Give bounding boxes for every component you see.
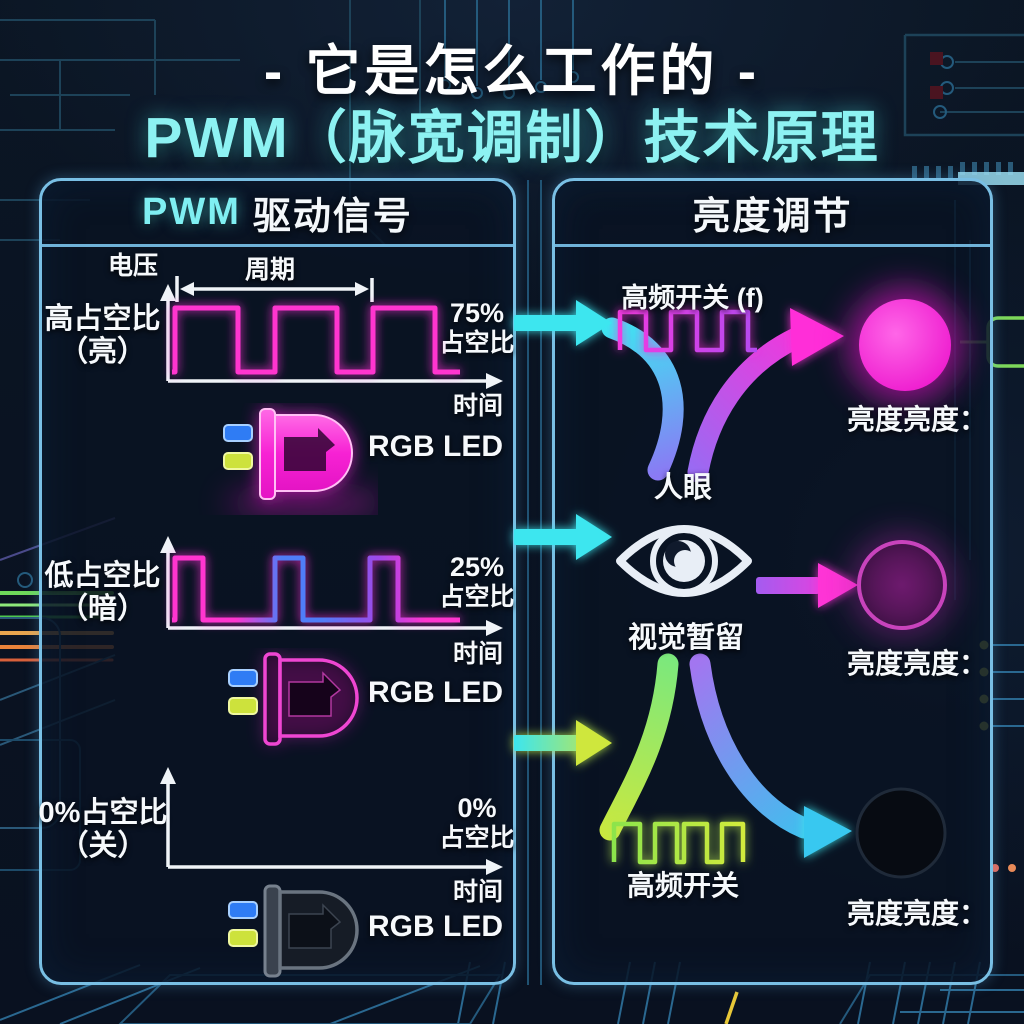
switch-label-top: 高频开关 (f) [621, 283, 764, 313]
led-bead-yellow [223, 452, 253, 470]
waveform-25-duty [160, 536, 503, 636]
switch-wave-bottom [611, 821, 746, 865]
axes-75 [166, 276, 488, 383]
led-glow-floor [226, 491, 378, 515]
connector-arrow-1 [514, 300, 612, 346]
time-axis-label-1: 时间 [452, 392, 503, 420]
ic-pins [912, 162, 1013, 179]
page-subtitle: PWM（脉宽调制）技术原理 [144, 106, 880, 170]
led-flange [259, 408, 276, 500]
duty-25-label: 25% 占空比 [437, 552, 517, 612]
band-green-from-eye [599, 653, 679, 841]
dim-circle [857, 540, 947, 630]
connector-arrow-2 [514, 514, 612, 560]
left-panel-title: PWM 驱动信号 [42, 181, 513, 247]
eye-label: 人眼 [653, 472, 712, 504]
left-panel-title-pwm: PWM [142, 191, 241, 233]
led-bead-yellow [228, 697, 258, 715]
pwm-wave-25 [172, 555, 460, 623]
band-magenta-to-bright [687, 327, 807, 483]
right-panel-title: 亮度调节 [555, 181, 990, 247]
duty-75-value: 75% [449, 298, 505, 328]
switch-label-bottom: 高频开关 [626, 870, 739, 901]
left-panel-title-rest: 驱动信号 [252, 196, 413, 238]
connector-arrow-3 [514, 720, 612, 766]
led-bead-blue [223, 424, 253, 442]
brightness-label-bottom: 亮度亮度： [846, 898, 987, 929]
duty-0-label: 0% 占空比 [437, 793, 517, 853]
duty-75-unit: 占空比 [439, 329, 515, 358]
off-circle [855, 787, 947, 879]
period-label: 周期 [244, 256, 295, 284]
blue-arrowhead [804, 806, 852, 858]
axis-arrowheads-0 [160, 767, 503, 875]
pwm-wave-75 [172, 305, 460, 375]
voltage-axis-label: 电压 [107, 252, 158, 280]
duty-25-value: 25% [449, 552, 505, 582]
high-duty-label: 高占空比 （亮） [40, 303, 165, 370]
duty-75-label: 75% 占空比 [437, 298, 517, 358]
high-duty-line1: 高占空比 [44, 303, 161, 335]
led-bead-blue [228, 901, 258, 919]
led-flange [263, 884, 282, 978]
zero-duty-line1: 0%占空比 [38, 797, 168, 829]
time-axis-label-3: 时间 [452, 878, 503, 906]
zero-duty-label: 0%占空比 （关） [33, 797, 173, 864]
mid-arrow-shaft [756, 577, 820, 594]
rgb-led-label-2: RGB LED [368, 676, 503, 709]
duty-0-unit: 占空比 [439, 824, 515, 853]
led-chip [288, 671, 342, 717]
rgb-led-dim [96, 652, 359, 746]
axis-arrowheads-25 [160, 536, 503, 636]
time-axis-label-2: 时间 [452, 640, 503, 668]
brightness-flow-art [599, 287, 963, 879]
led-chip [288, 903, 342, 949]
switch-wave-top [617, 309, 757, 353]
rgb-led-label-3: RGB LED [368, 910, 503, 943]
low-duty-line2: （暗） [58, 593, 146, 626]
mid-arrowhead [818, 563, 858, 608]
led-bead-yellow [228, 929, 258, 947]
waveform-75-duty [160, 276, 503, 389]
brightness-label-mid: 亮度亮度： [846, 648, 987, 679]
eye-icon [616, 525, 752, 597]
axes-0 [166, 781, 488, 869]
axis-arrowheads-75 [160, 282, 503, 389]
high-duty-line2: （亮） [58, 336, 146, 369]
duty-25-unit: 占空比 [439, 583, 515, 612]
persistence-label: 视觉暂留 [627, 622, 744, 654]
low-duty-label: 低占空比 （暗） [40, 560, 165, 627]
led-bead-blue [228, 669, 258, 687]
page-title: - 它是怎么工作的 - [263, 40, 761, 102]
brightness-label-top: 亮度亮度： [846, 404, 987, 435]
waveform-0-duty [160, 767, 503, 875]
band-blue-to-dark [689, 653, 815, 839]
rgb-led-label-1: RGB LED [368, 430, 503, 463]
rgb-led-off [96, 884, 359, 978]
panel-connector-arrows [514, 300, 612, 766]
led-chip [284, 428, 335, 471]
low-duty-line1: 低占空比 [44, 560, 161, 592]
axes-25 [166, 550, 488, 630]
band-cyan-to-eye [601, 317, 684, 481]
bright-circle [859, 299, 951, 391]
rgb-led-on [91, 408, 378, 515]
duty-0-value: 0% [457, 793, 497, 823]
led-flange [263, 652, 282, 746]
zero-duty-line2: （关） [59, 830, 147, 863]
magenta-arrowhead [790, 308, 844, 366]
